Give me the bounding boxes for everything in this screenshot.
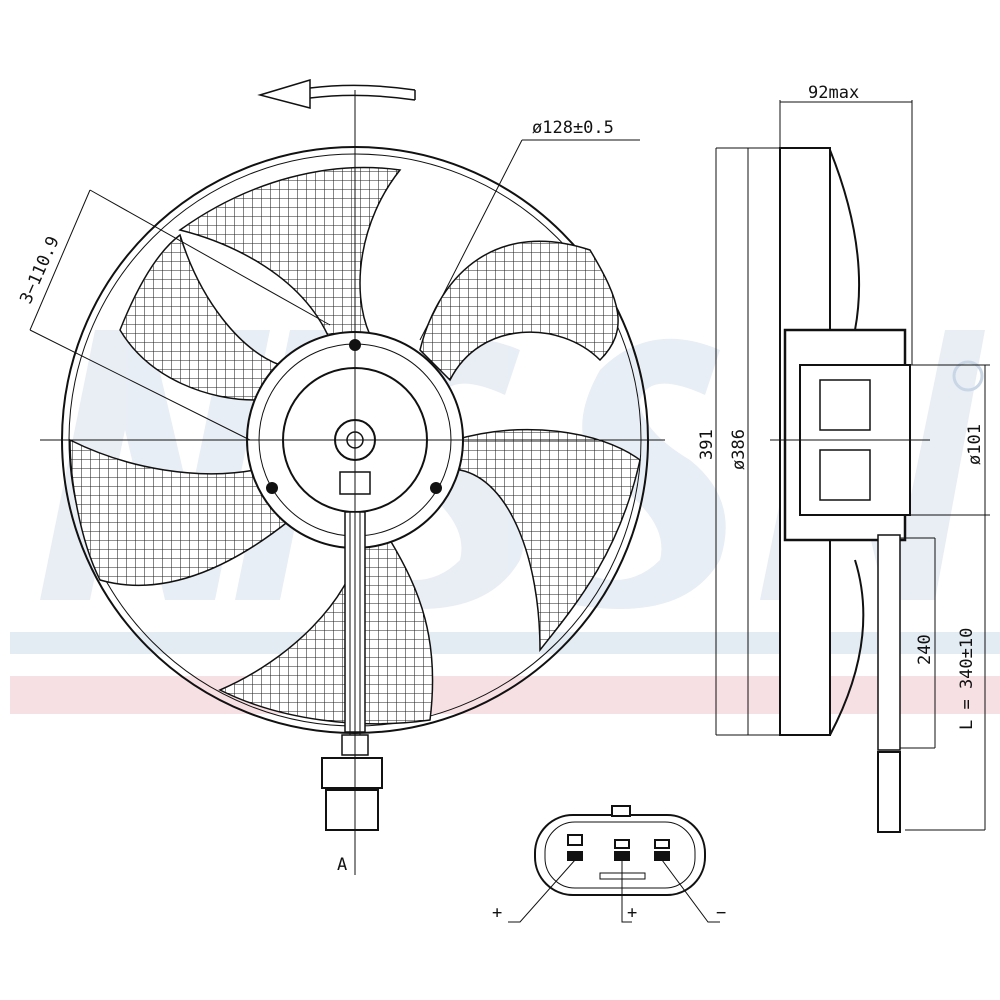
fan-front-view <box>29 90 665 875</box>
fan-side-view <box>715 100 990 833</box>
overall-height-label: 391 <box>697 429 717 460</box>
hub-diameter-label: ø128±0.5 <box>532 118 614 138</box>
blade-dimension-label: 3−110.9 <box>16 233 63 307</box>
depth-label: 92max <box>808 83 859 103</box>
pin-positive-1-label: + <box>492 903 502 923</box>
connector-pinout <box>508 805 720 923</box>
view-marker-label: A <box>337 855 347 875</box>
rotation-arrow-icon <box>257 78 416 109</box>
cable-length-label: L = 340±10 <box>957 628 977 730</box>
fan-blades <box>69 166 641 725</box>
cable-sleeve-label: 240 <box>915 634 935 665</box>
motor-diameter-label: ø101 <box>965 424 985 465</box>
pin-positive-2-label: + <box>627 903 637 923</box>
pin-negative-label: − <box>716 903 726 923</box>
blade-diameter-label: ø386 <box>729 429 749 470</box>
